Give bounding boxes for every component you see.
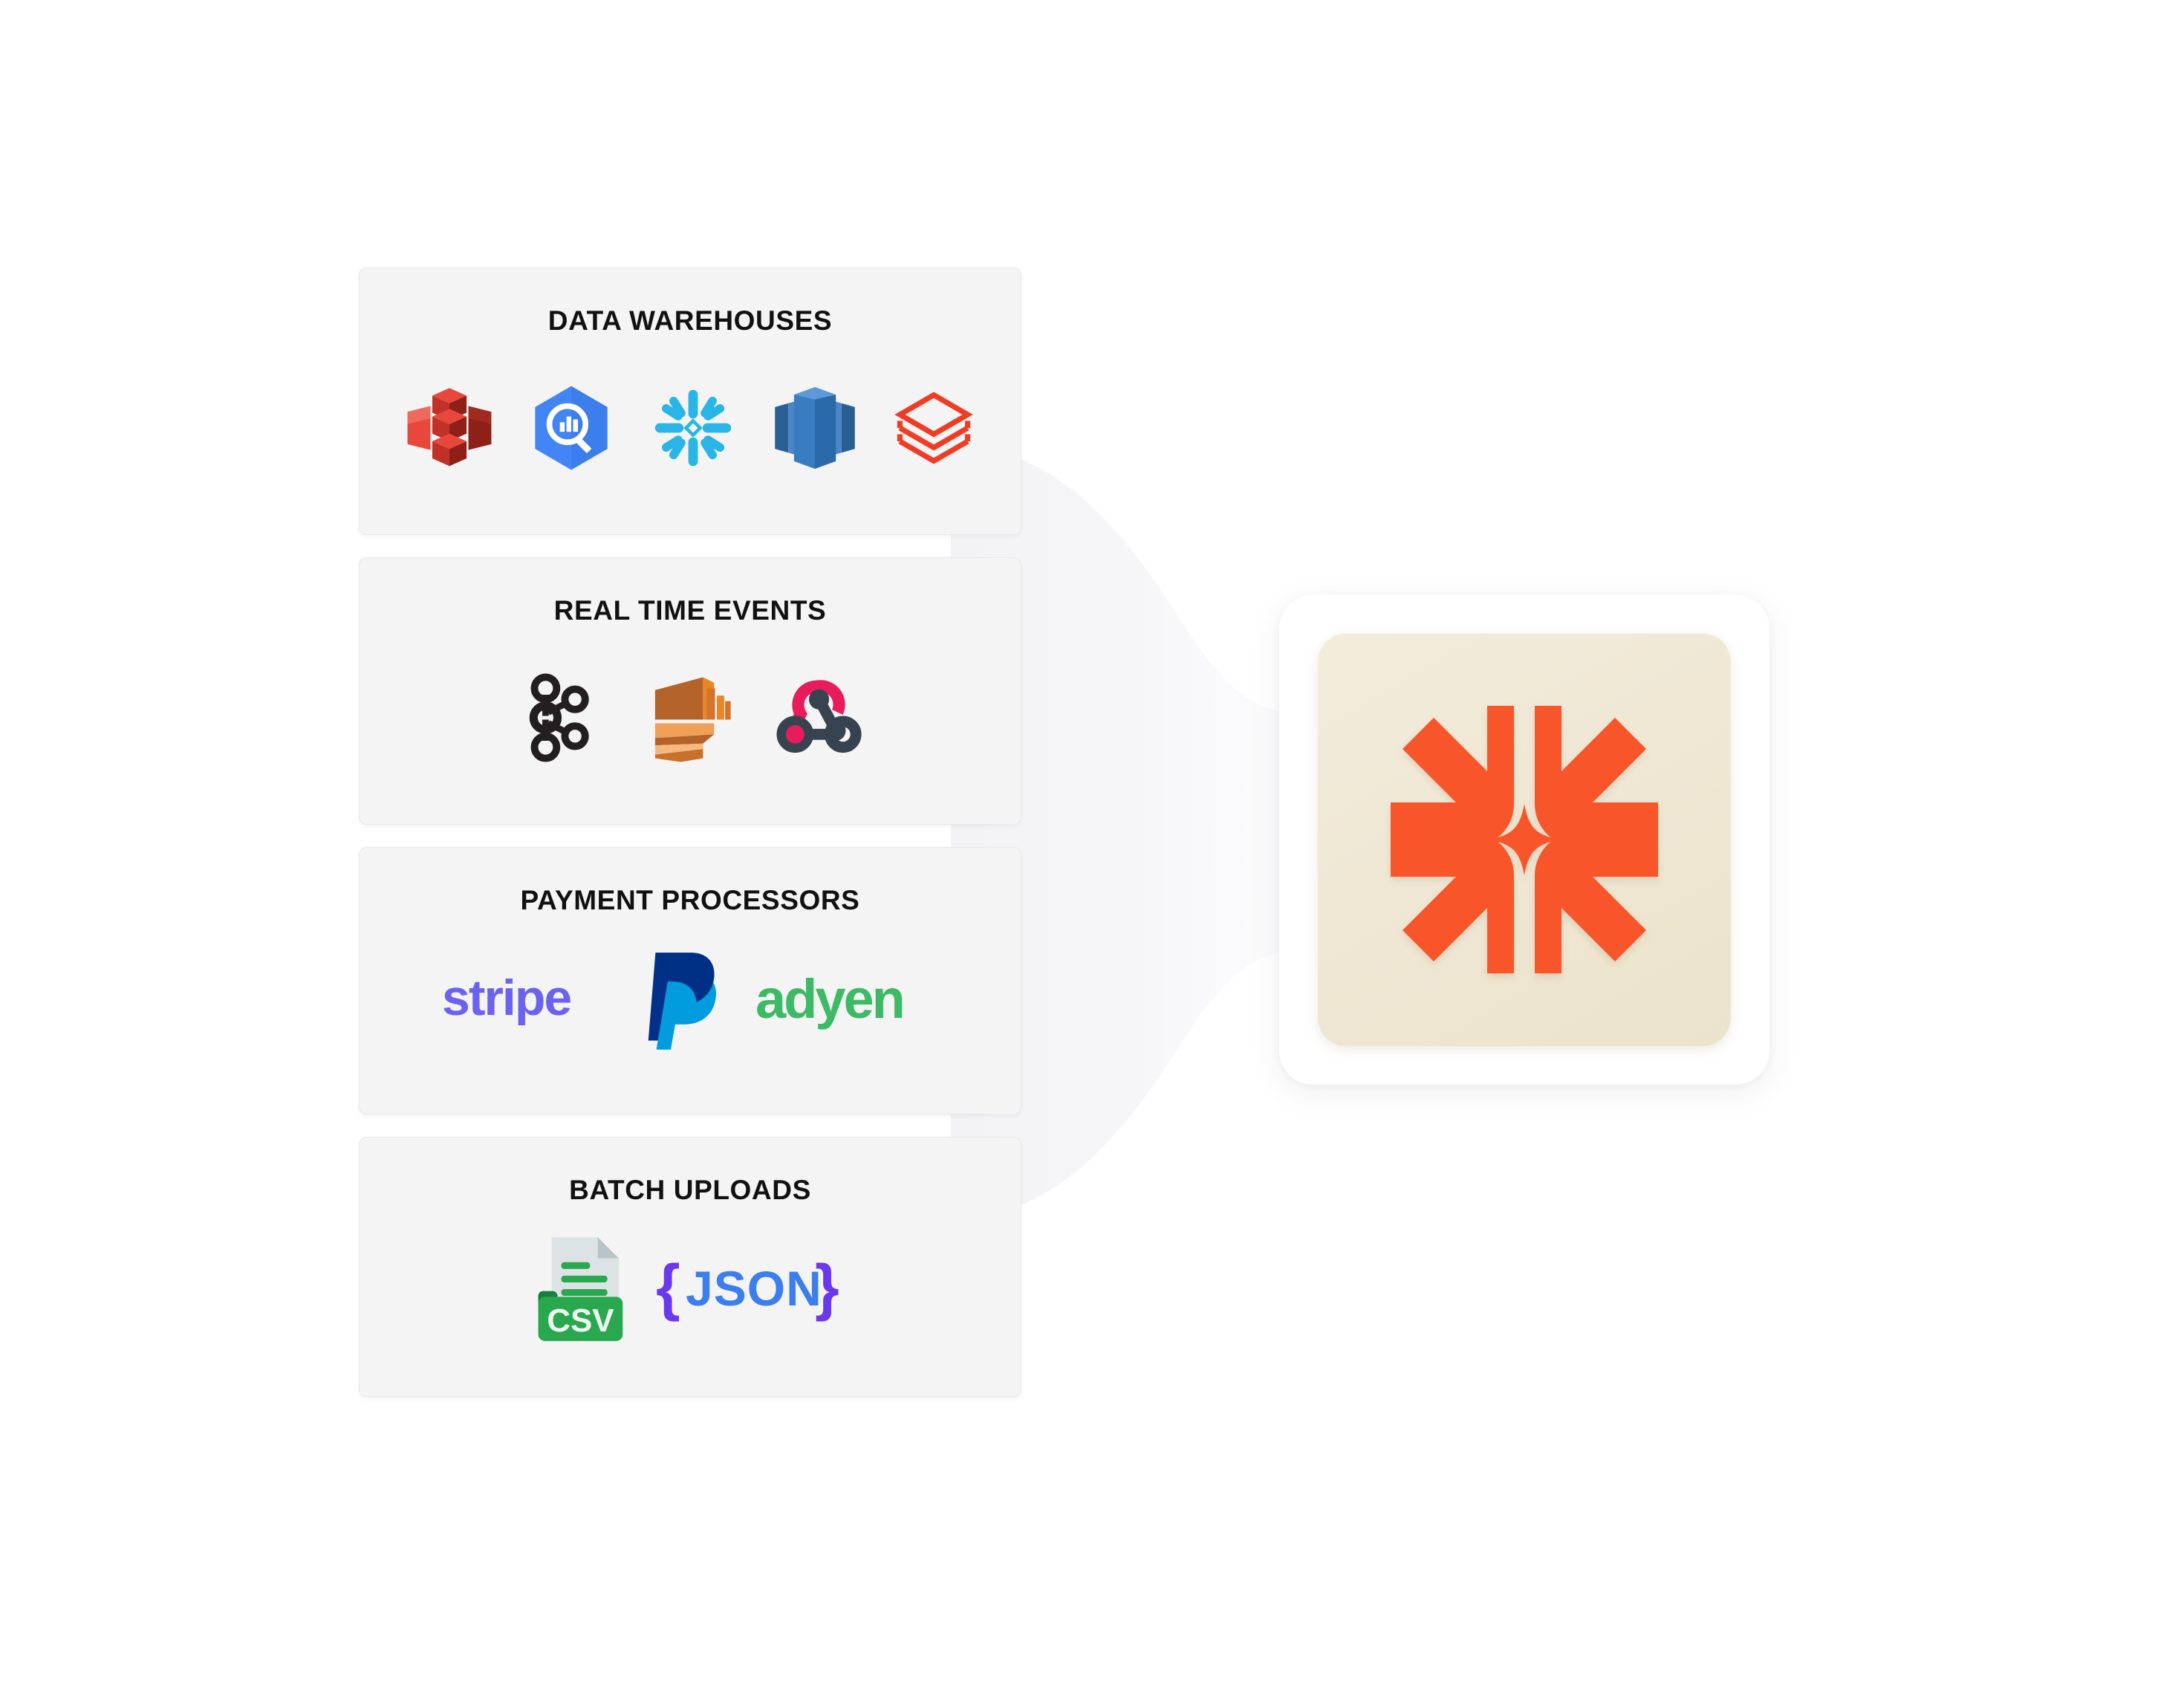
logo-row (360, 334, 1021, 534)
snowflake-icon (654, 389, 732, 466)
svg-text:stripe: stripe (442, 970, 571, 1026)
stripe-wordmark: stripe (442, 970, 572, 1026)
json-braces-icon: { JSON } (656, 1252, 839, 1322)
card-title: BATCH UPLOADS (569, 1175, 811, 1205)
adyen-wordmark: adyen (755, 968, 906, 1030)
aws-kinesis-icon (654, 676, 731, 762)
source-card-payment-processors[interactable]: PAYMENT PROCESSORS stripe adyen (359, 847, 1021, 1115)
source-card-real-time-events[interactable]: REAL TIME EVENTS (359, 557, 1021, 825)
source-card-batch-uploads[interactable]: BATCH UPLOADS CSV { JSON } (359, 1137, 1021, 1397)
apache-kafka-icon (529, 672, 589, 762)
source-card-data-warehouses[interactable]: DATA WAREHOUSES (359, 267, 1021, 535)
card-title: DATA WAREHOUSES (547, 305, 833, 336)
logo-row: CSV { JSON } (360, 1204, 1021, 1396)
destination-inner-tile (1318, 633, 1731, 1046)
logo-row (360, 624, 1021, 824)
svg-text:adyen: adyen (755, 968, 903, 1030)
card-title: REAL TIME EVENTS (553, 595, 827, 626)
source-card-list: DATA WAREHOUSES (359, 267, 1021, 1397)
csv-file-icon: CSV (538, 1236, 623, 1341)
paypal-icon (648, 952, 716, 1050)
webhooks-icon (776, 679, 862, 753)
logo-row: stripe adyen (360, 914, 1021, 1114)
destination-platform-tile[interactable] (1279, 594, 1769, 1085)
amazon-redshift-icon (775, 386, 855, 469)
svg-text:}: } (815, 1252, 839, 1322)
databricks-icon (894, 391, 973, 464)
google-bigquery-icon (535, 386, 608, 470)
starburst-logo-mark (1391, 706, 1658, 973)
svg-text:{: { (656, 1252, 680, 1322)
card-title: PAYMENT PROCESSORS (520, 885, 860, 915)
svg-text:CSV: CSV (547, 1302, 614, 1338)
aws-redshift-cubes-icon (407, 387, 492, 466)
svg-text:JSON: JSON (686, 1261, 822, 1316)
